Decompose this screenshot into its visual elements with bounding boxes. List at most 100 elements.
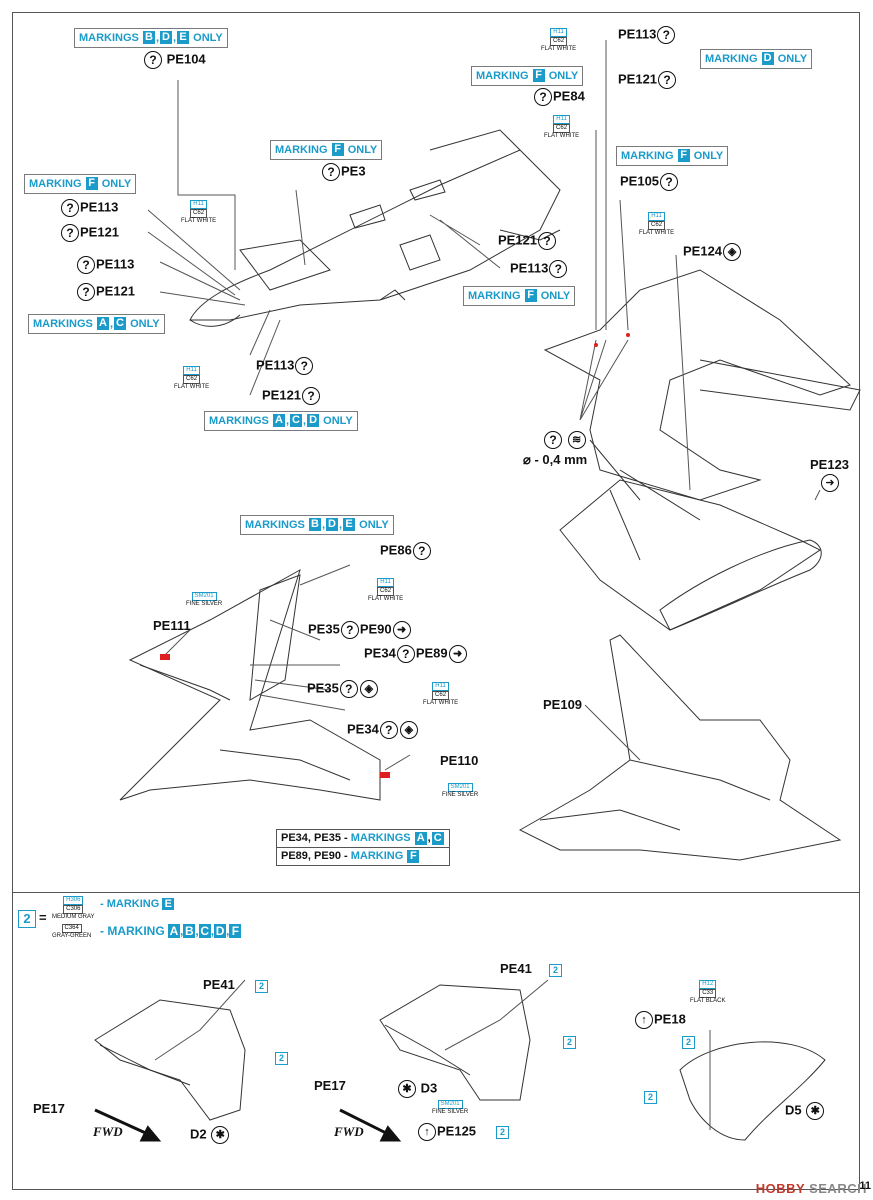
drill-instruction-icons: ? ≋	[543, 431, 587, 449]
part-pe104: ? PE104	[143, 51, 206, 69]
part-pe34: PE34?◈	[347, 721, 419, 739]
fwd-label-center: FWD	[334, 1124, 364, 1139]
markings-ac: MARKINGS A,C ONLY	[28, 314, 165, 334]
question-mark-icon: ?	[658, 71, 677, 89]
question-mark-icon: ?	[61, 199, 79, 217]
color-ref-2: 2	[549, 964, 562, 977]
part-pe121-center: PE121?	[262, 387, 321, 405]
question-mark-icon: ?	[538, 232, 557, 250]
question-mark-icon: ?	[322, 163, 340, 181]
markings-acd: MARKINGS A,C,D ONLY	[204, 411, 358, 431]
fold-icon: ➜	[821, 474, 839, 492]
part-d5: D5 ✱	[785, 1102, 825, 1120]
table-row: PE34, PE35 - MARKINGS A,C	[277, 830, 449, 848]
marking-f-pe84: MARKING F ONLY	[471, 66, 584, 86]
fwd-label-left: FWD	[93, 1124, 123, 1139]
drill-icon: ≋	[567, 431, 586, 449]
question-mark-icon: ?	[657, 26, 676, 44]
color-ref-2: 2	[644, 1091, 657, 1104]
part-pe18: ↑PE18	[634, 1011, 686, 1029]
part-pe113-mid: PE113?	[510, 260, 568, 278]
part-pe105: PE105?	[620, 173, 679, 191]
question-mark-icon: ?	[660, 173, 679, 191]
part-pe121-top: PE121?	[618, 71, 677, 89]
question-mark-icon: ?	[77, 283, 95, 301]
legend-marking-e: - MARKING E	[100, 898, 175, 910]
star-icon: ✱	[398, 1080, 416, 1098]
question-mark-icon: ?	[340, 621, 359, 639]
part-pe35: PE35?◈	[307, 680, 379, 698]
color-ref-2: 2	[275, 1052, 288, 1065]
question-mark-icon: ?	[379, 721, 398, 739]
part-pe41-center: PE41	[500, 961, 532, 976]
part-pe121-left-2: ?PE121	[76, 283, 135, 301]
fold-icon: ➜	[448, 645, 467, 663]
part-pe125: ↑PE125	[417, 1123, 476, 1141]
part-pe121-left-1: ?PE121	[60, 224, 119, 242]
part-pe113-top: PE113?	[618, 26, 676, 44]
question-mark-icon: ?	[302, 387, 321, 405]
fold-icon: ◈	[399, 721, 418, 739]
part-d3: ✱ D3	[397, 1080, 437, 1098]
part-pe35-pe90: PE35?PE90➜	[308, 621, 412, 639]
marking-f-pe105: MARKING F ONLY	[616, 146, 729, 166]
question-mark-icon: ?	[295, 357, 314, 375]
watermark: HOBBY SEARCH	[755, 1181, 867, 1196]
star-icon: ✱	[806, 1102, 825, 1120]
star-icon: ✱	[211, 1126, 230, 1144]
question-mark-icon: ?	[534, 88, 552, 106]
question-mark-icon: ?	[339, 680, 358, 698]
fold-icon: ◈	[723, 243, 742, 261]
legend-number: 2	[18, 910, 36, 928]
question-mark-icon: ?	[549, 260, 568, 278]
part-pe86: PE86?	[380, 542, 432, 560]
marking-f-pe3: MARKING F ONLY	[270, 140, 383, 160]
marking-f-left: MARKING F ONLY	[24, 174, 137, 194]
legend-marking-all: - MARKING A,B,C,D,F	[100, 924, 242, 938]
marking-d-only: MARKING D ONLY	[700, 49, 813, 69]
question-mark-icon: ?	[61, 224, 79, 242]
question-mark-icon: ?	[144, 51, 162, 69]
part-pe123: PE123	[810, 457, 850, 472]
fold-icon: ◈	[359, 680, 378, 698]
question-mark-icon: ?	[544, 431, 562, 449]
part-pe17-center: PE17	[314, 1078, 346, 1093]
part-pe121-mid: PE121?	[498, 232, 557, 250]
part-d2: D2 ✱	[190, 1126, 230, 1144]
part-pe41-left: PE41	[203, 977, 235, 992]
color-ref-2: 2	[255, 980, 268, 993]
markings-bde-mid: MARKINGS B,D,E ONLY	[240, 515, 394, 535]
color-ref-2: 2	[563, 1036, 576, 1049]
marking-applicability-table: PE34, PE35 - MARKINGS A,C PE89, PE90 - M…	[276, 829, 450, 866]
markings-bde-top: MARKINGS B,D,E ONLY	[74, 28, 228, 48]
question-mark-icon: ?	[412, 542, 431, 560]
section-divider	[12, 892, 860, 893]
part-pe3: ?PE3	[321, 163, 366, 181]
part-pe17-left: PE17	[33, 1101, 65, 1116]
bend-arrow-icon: ↑	[635, 1011, 653, 1029]
part-pe124: PE124◈	[683, 243, 742, 261]
color-ref-2: 2	[682, 1036, 695, 1049]
part-pe34-pe89: PE34?PE89➜	[364, 645, 468, 663]
drill-size: ⌀ - 0,4 mm	[523, 452, 588, 467]
table-row: PE89, PE90 - MARKING F	[277, 848, 449, 865]
legend-equals: =	[39, 910, 47, 925]
part-pe111: PE111	[153, 618, 191, 633]
part-pe113-left-2: ?PE113	[76, 256, 134, 274]
bend-arrow-icon: ↑	[418, 1123, 436, 1141]
part-pe113-left-1: ?PE113	[60, 199, 118, 217]
color-ref-2: 2	[496, 1126, 509, 1139]
page-number: 11	[859, 1180, 871, 1192]
page-frame	[12, 12, 860, 1190]
